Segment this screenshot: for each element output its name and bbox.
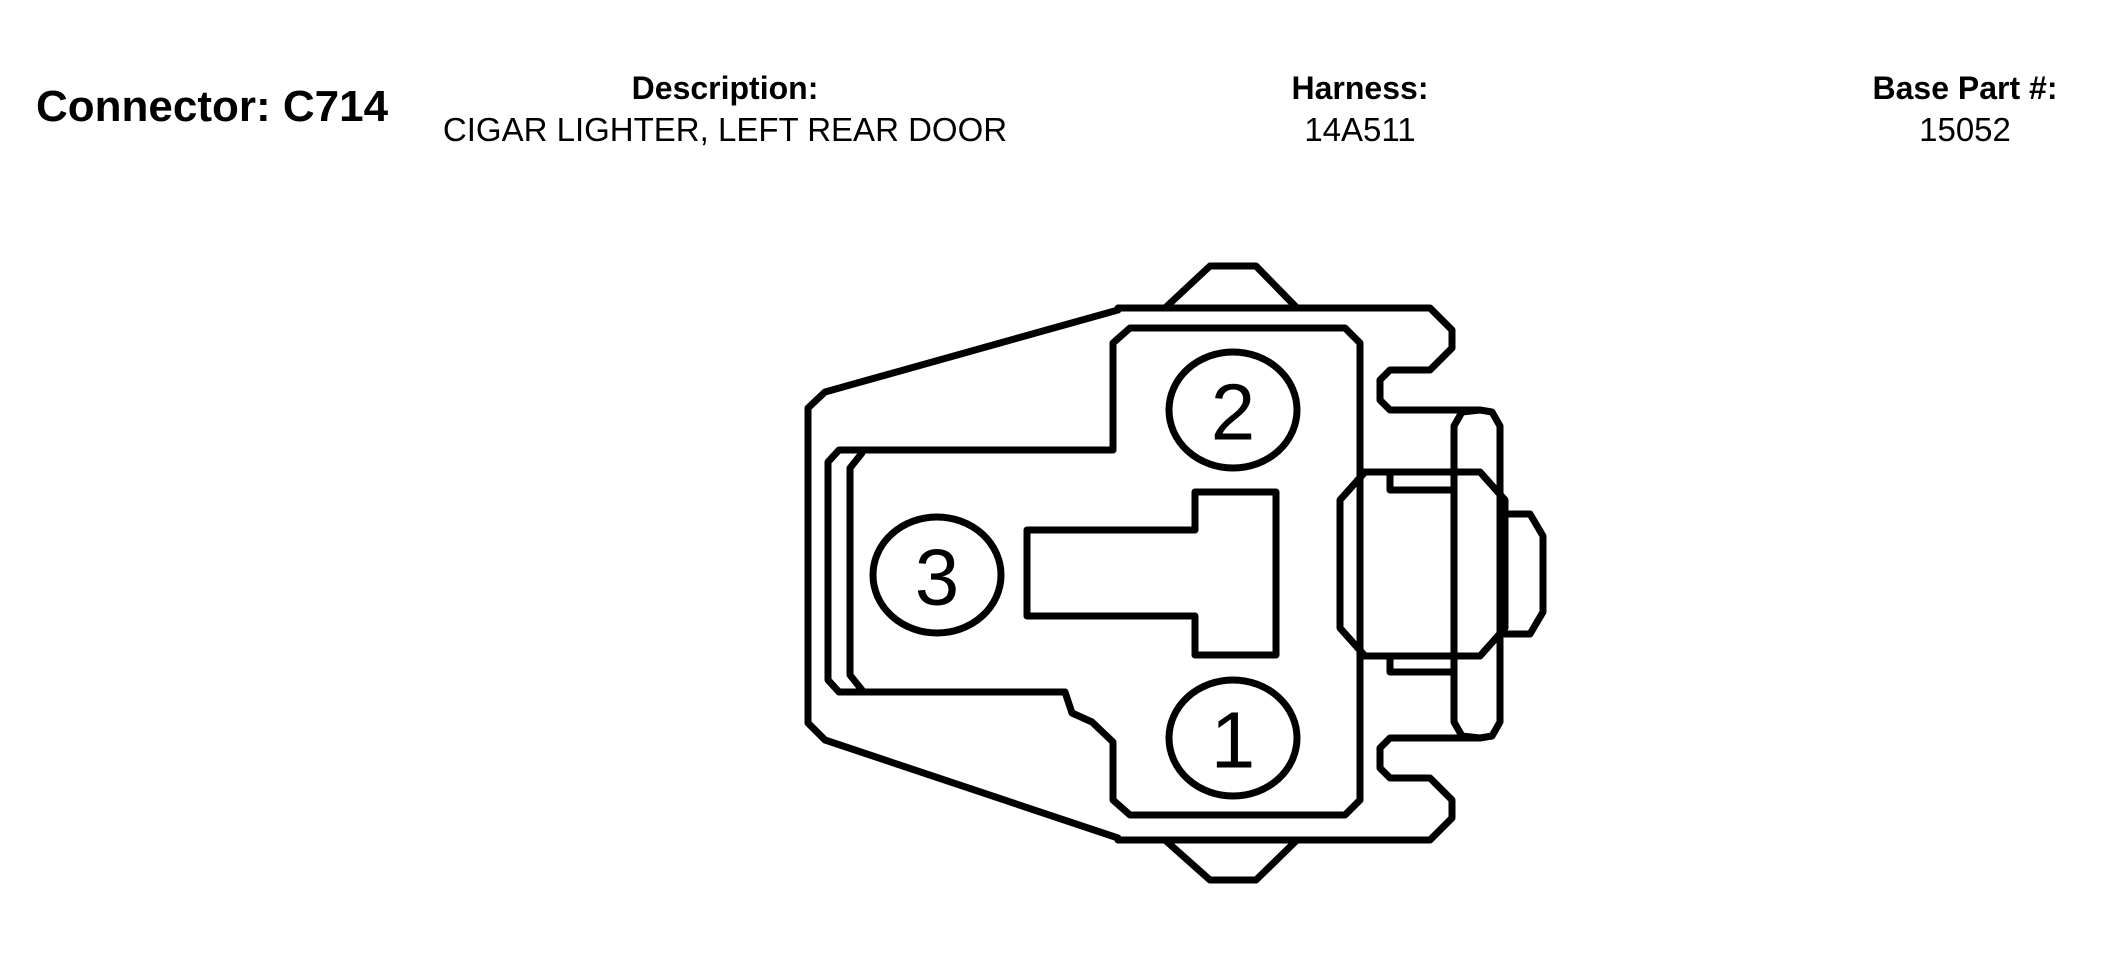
bottom-right-flange xyxy=(1114,734,1484,844)
keying-slot xyxy=(1023,488,1280,659)
harness-field: Harness: 14A511 xyxy=(1210,68,1510,152)
harness-label: Harness: xyxy=(1291,70,1429,106)
right-latch-hex-lower xyxy=(1361,652,1458,676)
base-part-field: Base Part #: 15052 xyxy=(1820,68,2110,152)
description-value: CIGAR LIGHTER, LEFT REAR DOOR xyxy=(442,111,1008,148)
pin-3-label: 3 xyxy=(915,533,960,622)
bottom-locking-tab xyxy=(1161,836,1301,884)
right-latch-hex-body xyxy=(1336,468,1509,660)
inner-left-channel xyxy=(846,449,866,694)
pin-2-label: 2 xyxy=(1211,368,1256,457)
pin-1: 1 xyxy=(1165,676,1301,800)
connector-outer-housing xyxy=(804,306,1122,842)
top-right-flange xyxy=(1114,304,1484,414)
pin-2: 2 xyxy=(1165,348,1301,472)
harness-value: 14A511 xyxy=(1304,111,1416,148)
pin-3: 3 xyxy=(869,513,1005,637)
base-part-value: 15052 xyxy=(1919,111,2011,148)
pin-cavity-outline xyxy=(824,324,1364,819)
top-locking-tab xyxy=(1161,262,1301,312)
base-part-label: Base Part #: xyxy=(1872,70,2058,106)
description-field: Description: CIGAR LIGHTER, LEFT REAR DO… xyxy=(435,68,1015,152)
right-latch-bar xyxy=(1450,406,1504,742)
right-latch-nub xyxy=(1501,510,1547,638)
pin-1-label: 1 xyxy=(1211,696,1256,785)
connector-title: Connector: C714 xyxy=(36,82,389,131)
description-label: Description: xyxy=(631,70,819,106)
